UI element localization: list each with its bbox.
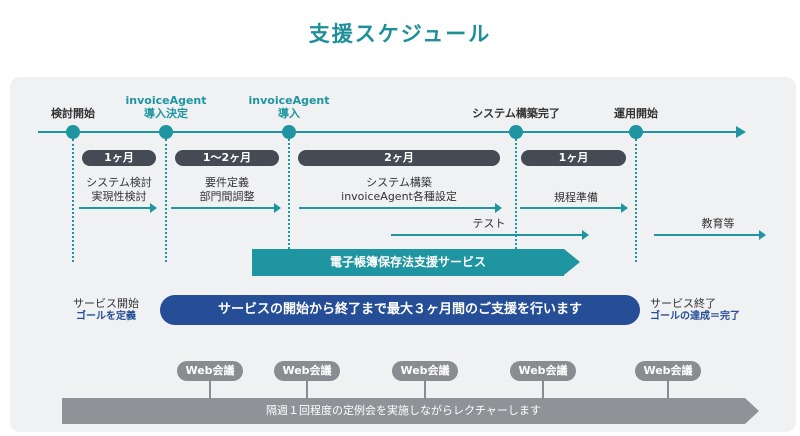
duration-pill-4: 1ヶ月 xyxy=(521,150,626,166)
milestone-dot-3 xyxy=(282,125,296,139)
milestone-dot-2 xyxy=(159,125,173,139)
service-end-sublabel: ゴールの達成＝完了 xyxy=(650,311,740,322)
milestone-dot-5 xyxy=(629,125,643,139)
task-arrow-3 xyxy=(299,203,502,213)
duration-pill-1: 1ヶ月 xyxy=(82,150,156,166)
milestone-guide-1 xyxy=(72,139,74,262)
service-period-bar: サービスの開始から終了まで最大３ヶ月間のご支援を行います xyxy=(160,295,640,325)
web-meeting-stem-2 xyxy=(306,381,308,399)
page-title: 支援スケジュール xyxy=(308,22,492,46)
support-service-band-tip xyxy=(564,249,580,275)
web-meeting-pill-3: Web会議 xyxy=(392,361,458,381)
task-arrow-4 xyxy=(520,203,628,213)
web-meeting-pill-1: Web会議 xyxy=(177,361,243,381)
task-arrow-5 xyxy=(391,230,589,240)
task-label-5: テスト xyxy=(472,217,506,230)
web-meeting-stem-5 xyxy=(667,381,669,399)
duration-pill-3: 2ヶ月 xyxy=(298,150,500,166)
task-label-4: 規程準備 xyxy=(554,191,598,204)
milestone-label-5: 運用開始 xyxy=(614,107,658,120)
lecture-bar-tip xyxy=(745,398,759,424)
milestone-label-4: システム構築完了 xyxy=(472,107,560,120)
milestone-dot-4 xyxy=(509,125,523,139)
service-start-label: サービス開始 ゴールを定義 xyxy=(73,297,139,322)
milestone-guide-5 xyxy=(635,139,637,262)
support-service-band: 電子帳簿保存法支援サービス xyxy=(252,249,564,276)
task-arrow-6 xyxy=(654,230,766,240)
milestone-guide-4 xyxy=(515,139,517,249)
service-start-sublabel: ゴールを定義 xyxy=(76,311,136,322)
timeline-arrowhead xyxy=(736,126,746,138)
web-meeting-stem-3 xyxy=(424,381,426,399)
web-meeting-pill-5: Web会議 xyxy=(635,361,701,381)
duration-pill-2: 1〜2ヶ月 xyxy=(175,150,279,166)
milestone-label-1: 検討開始 xyxy=(51,107,95,120)
web-meeting-stem-4 xyxy=(542,381,544,399)
web-meeting-stem-1 xyxy=(209,381,211,399)
task-label-6: 教育等 xyxy=(701,217,735,230)
milestone-guide-2 xyxy=(165,139,167,262)
web-meeting-pill-4: Web会議 xyxy=(510,361,576,381)
milestone-guide-3 xyxy=(288,139,290,249)
task-label-1: システム検討実現性検討 xyxy=(86,176,152,203)
web-meeting-pill-2: Web会議 xyxy=(274,361,340,381)
task-arrow-2 xyxy=(171,203,281,213)
timeline-axis xyxy=(38,131,738,133)
lecture-bar: 隔週１回程度の定例会を実施しながらレクチャーします xyxy=(62,398,745,424)
milestone-dot-1 xyxy=(66,125,80,139)
task-arrow-1 xyxy=(79,203,157,213)
task-label-2: 要件定義部門間調整 xyxy=(199,176,255,203)
service-end-label: サービス終了 ゴールの達成＝完了 xyxy=(650,297,740,322)
